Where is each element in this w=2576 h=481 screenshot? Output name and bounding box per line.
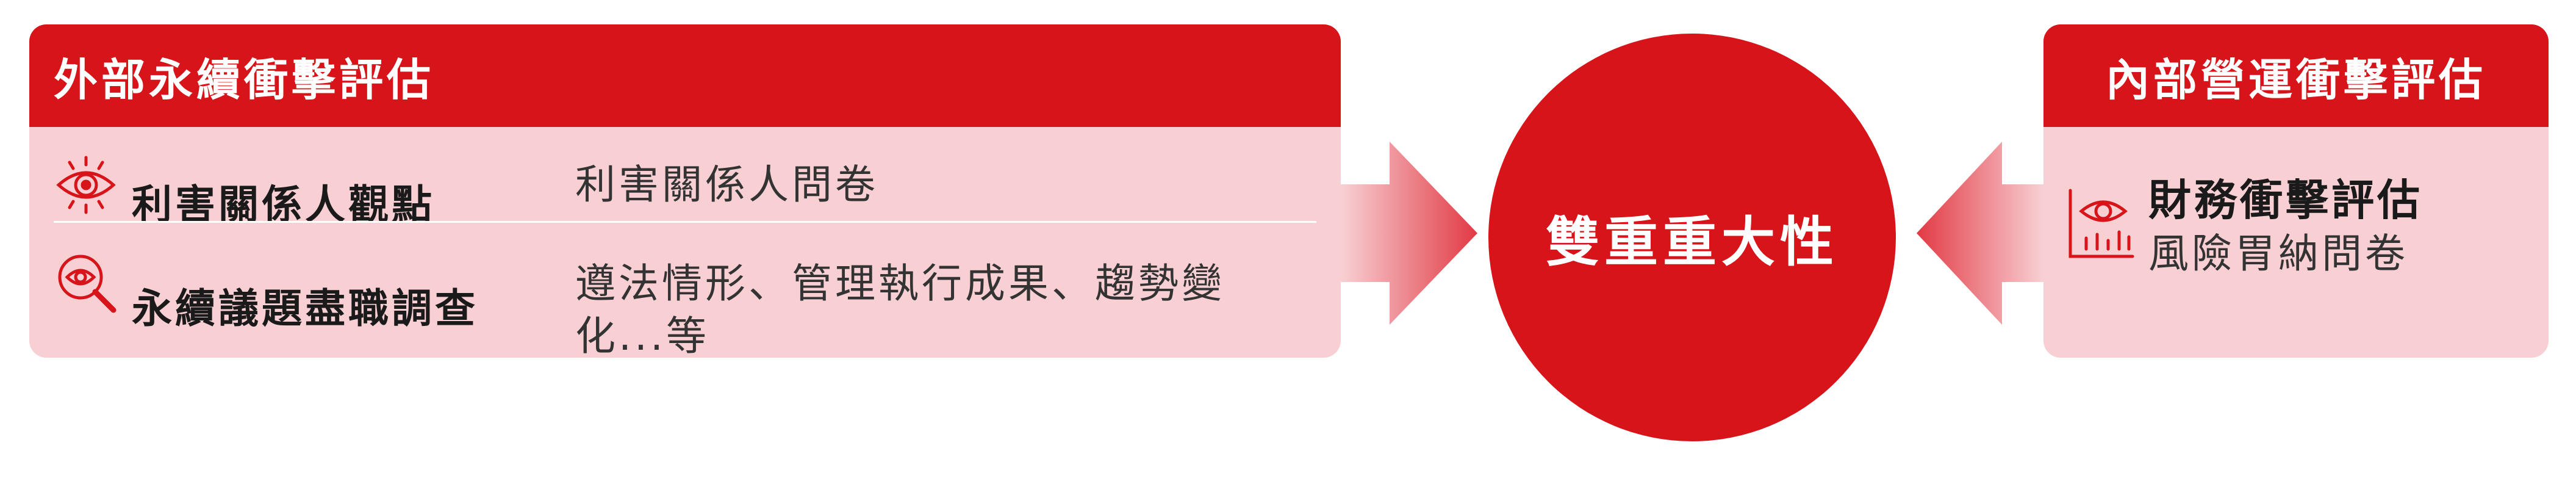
due-diligence-label: 永續議題盡職調查 [132,285,478,332]
eye-icon [56,156,116,214]
row-divider [54,221,1316,223]
eye-chart-icon [2068,189,2134,258]
risk-appetite-label: 風險胃納問卷 [2148,230,2408,277]
internal-impact-title: 內部營運衝擊評估 [2043,24,2549,127]
financial-impact-label: 財務衝擊評估 [2148,175,2423,225]
stakeholder-desc: 利害關係人問卷 [575,161,878,208]
external-impact-panel: 外部永續衝擊評估 利害關係人觀點 利害關係人問卷 [29,24,1341,358]
stakeholder-label: 利害關係人觀點 [132,181,435,228]
internal-impact-panel: 內部營運衝擊評估 財務衝擊評估 風險胃納問卷 [2043,24,2549,358]
external-impact-title: 外部永續衝擊評估 [29,24,1341,127]
right-arrow-icon [1341,142,1477,325]
double-materiality-circle: 雙重重大性 [1488,34,1896,441]
search-eye-icon [58,255,117,313]
due-diligence-desc: 遵法情形、管理執行成果、趨勢變化...等 [575,260,1225,358]
due-diligence-row: 永續議題盡職調查 遵法情形、管理執行成果、趨勢變化...等 [29,226,1341,358]
left-arrow-icon [1917,142,2043,325]
stakeholder-row: 利害關係人觀點 利害關係人問卷 [29,127,1341,243]
